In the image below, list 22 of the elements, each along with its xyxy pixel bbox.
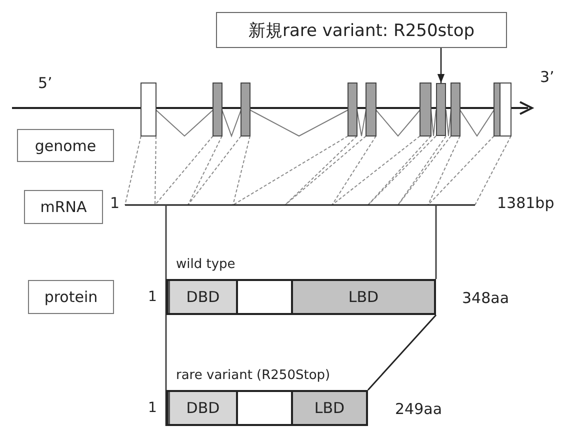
protein-caption: rare variant (R250Stop) [176,368,330,383]
length-label: 249aa [395,400,442,418]
domain-segment [238,392,293,424]
leader-arrow [437,48,445,83]
strand-end-label: 3’ [540,68,554,86]
position-number: 1 [148,289,157,305]
label-box: protein [28,280,114,314]
label-box: genome [17,129,114,162]
domain-segment: DBD [170,392,238,424]
exon-bar [436,83,446,136]
protein-caption: wild type [176,257,236,272]
domain-segment [238,281,293,313]
label-box: mRNA [24,190,103,224]
length-label: 1381bp [497,194,554,212]
position-number: 1 [110,194,120,212]
position-number: 1 [148,400,157,416]
callout-box: 新規rare variant: R250stop [216,12,507,48]
domain-segment: LBD [293,281,434,313]
strand-end-label: 5’ [38,74,52,92]
domain-segment: LBD [293,392,366,424]
domain-segment: DBD [170,281,238,313]
length-label: 348aa [462,289,510,307]
